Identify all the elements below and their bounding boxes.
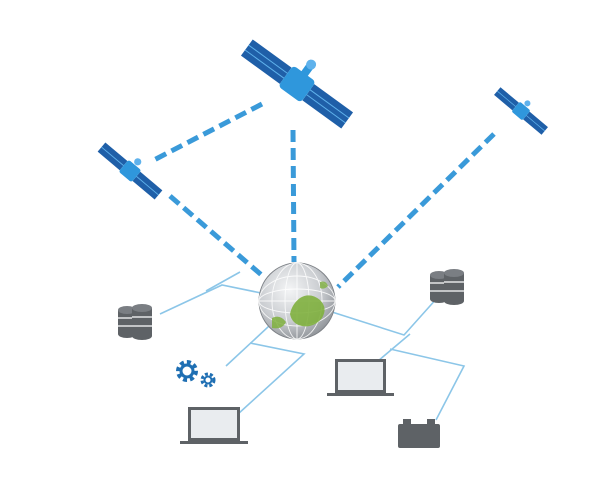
satellite-top xyxy=(240,39,354,129)
line-laptop-right xyxy=(377,333,411,362)
satellite-icon xyxy=(97,142,163,200)
link-right-globe xyxy=(336,132,496,289)
database-left xyxy=(118,304,152,340)
database-icon xyxy=(430,269,464,305)
laptop-right xyxy=(327,359,394,396)
laptop-icon xyxy=(327,359,394,396)
link-left-globe xyxy=(168,194,267,280)
line-gears xyxy=(225,321,273,367)
gears xyxy=(176,360,216,388)
globe xyxy=(258,262,336,340)
line-database-left xyxy=(159,284,267,315)
line-battery xyxy=(389,348,466,421)
link-top-globe xyxy=(290,129,297,263)
satellite-left xyxy=(97,142,163,200)
battery-icon xyxy=(398,419,440,448)
laptop-left xyxy=(180,407,248,444)
battery xyxy=(398,419,440,448)
satellite-icon xyxy=(494,87,548,135)
laptop-icon xyxy=(180,407,248,444)
link-top-left xyxy=(152,101,264,163)
satellite-links xyxy=(152,101,496,289)
line-branch-up xyxy=(205,271,241,292)
database-right xyxy=(430,269,464,305)
satellite-icon xyxy=(240,39,354,129)
globe-icon xyxy=(258,262,336,340)
database-icon xyxy=(118,304,152,340)
line-database-right xyxy=(331,296,439,336)
network-lines xyxy=(159,271,466,421)
satellite-right xyxy=(494,87,548,135)
line-laptop-left xyxy=(237,342,306,415)
gears-icon xyxy=(176,360,216,388)
